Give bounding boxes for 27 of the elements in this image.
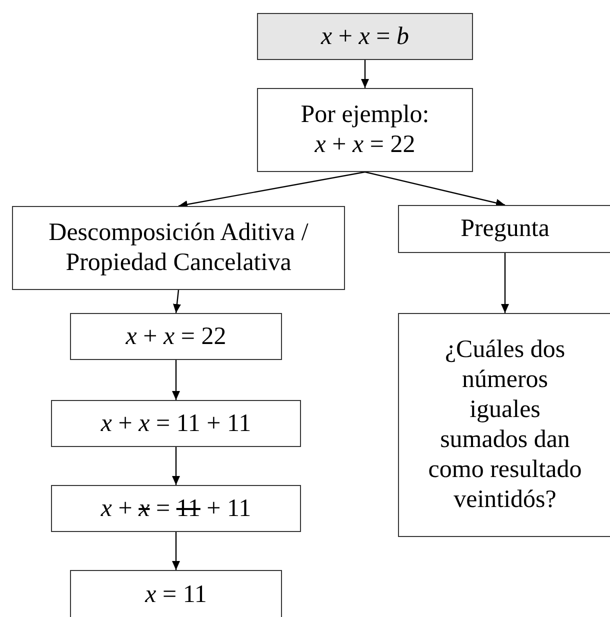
box-text: Por ejemplo: [300, 100, 430, 130]
arrow [501, 253, 509, 313]
arrow [361, 60, 369, 88]
equation: x + x = 11 + 11 [100, 494, 252, 524]
equation: x + x = 22 [314, 130, 416, 160]
box-text: Descomposición Aditiva / Propiedad Cancelativa [48, 218, 310, 278]
arrow [178, 171, 366, 208]
arrow [172, 532, 180, 570]
arrow [364, 171, 506, 207]
process-box [70, 570, 282, 617]
equation: x + x = 22 [126, 322, 226, 352]
process-box [257, 88, 473, 172]
process-box [257, 13, 473, 60]
arrow [173, 290, 181, 314]
box-text: Pregunta [460, 214, 550, 244]
process-box [51, 485, 301, 532]
arrow [172, 360, 180, 400]
box-text: ¿Cuáles dos números iguales sumados dan como resultado veintidós? [427, 335, 583, 515]
process-box [398, 313, 610, 537]
equation: x = 11 [145, 580, 207, 610]
process-box [398, 205, 610, 253]
process-box [12, 206, 345, 290]
equation: x + x = 11 + 11 [100, 408, 252, 438]
equation: x + x = b [321, 22, 409, 52]
process-box [51, 400, 301, 447]
arrow [172, 447, 180, 485]
process-box [70, 313, 282, 360]
